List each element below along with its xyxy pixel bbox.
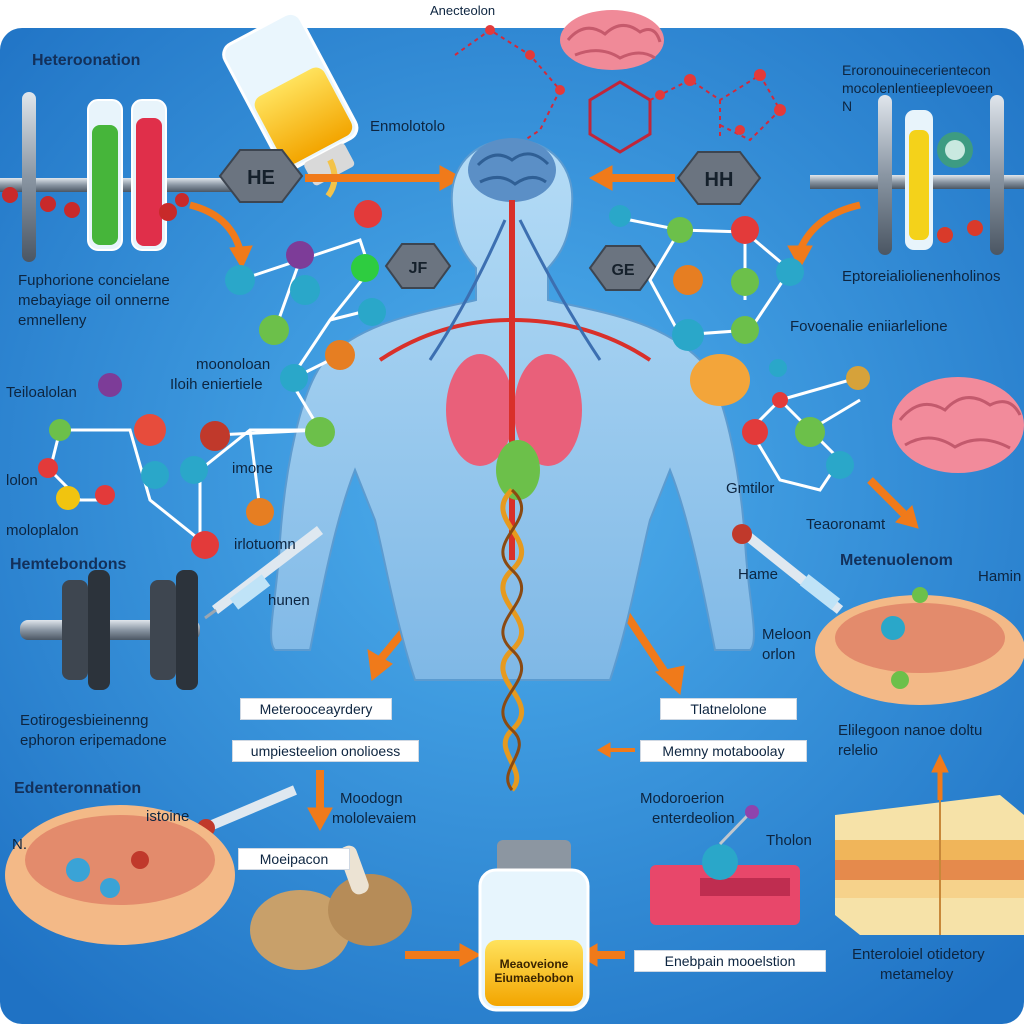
box-umpiesterion: umpiesteelion onolioess <box>232 740 419 762</box>
label-right-mid-1: Eptoreialiolienenholinos <box>842 268 1001 285</box>
human-body <box>270 138 755 792</box>
label-imone: imone <box>232 460 273 477</box>
label-heteroonation: Heteroonation <box>32 52 141 69</box>
label-gmtilor: Gmtilor <box>726 480 775 497</box>
box-enebpain: Enebpain mooelstion <box>634 950 826 972</box>
bottom-vial-line1: Meaoveione <box>499 957 569 971</box>
label-teaoronamt: Teaoronamt <box>806 516 886 533</box>
label-melaon-2: orlon <box>762 646 796 663</box>
label-n-small: N. <box>12 836 27 853</box>
label-moodoan-1: Moodogn <box>340 790 403 807</box>
hex-ge-label: GE <box>611 262 634 279</box>
label-tholon: Tholon <box>766 832 812 849</box>
top-title: Anecteolon <box>430 3 496 18</box>
label-lolon: lolon <box>6 472 38 489</box>
box-memny: Memny motaboolay <box>640 740 807 762</box>
molecule-top <box>454 28 782 154</box>
label-vial-text: Enmolotolo <box>370 118 446 135</box>
label-hembebondons: Hemtebondons <box>10 556 127 573</box>
box-moeipacon: Moeipacon <box>238 848 350 870</box>
tissue-right <box>815 587 1024 705</box>
label-right-top-1: Eroronouinecerientecon <box>842 62 991 78</box>
skin-cross-section <box>835 795 1024 935</box>
label-modorcation-1: Modoroerion <box>640 790 725 807</box>
label-right-mid-2: Fovoenalie eniiarlelione <box>790 318 948 335</box>
brain-top <box>560 10 664 70</box>
label-bottom-right-2: metameloy <box>880 966 954 983</box>
label-left-para-2: mebayiage oil onnerne <box>18 292 170 309</box>
label-right-top-2: mocolenlentieeplevoeen <box>842 80 993 96</box>
molecule-atoms-left <box>38 200 386 559</box>
label-modorcation-2: enterdeolion <box>652 810 735 827</box>
tissue-left <box>5 805 235 945</box>
test-tube-rack-left <box>0 92 240 262</box>
hexagon-he: HE <box>218 149 304 203</box>
label-right-lower-2: relelio <box>838 742 879 759</box>
box-meterooceayrdery: Meterooceayrdery <box>240 698 392 720</box>
dumbbell <box>20 570 200 690</box>
label-teiloalolan: Teiloalolan <box>6 384 77 401</box>
test-tube-rack-right <box>810 95 1024 255</box>
hex-hh-label: HH <box>705 169 734 191</box>
molecule-top-atoms <box>485 25 786 135</box>
label-mid-left-1: moonoloan <box>196 356 271 373</box>
label-hamin: Hamin <box>978 568 1022 585</box>
label-moodoan-2: mololevaiem <box>332 810 417 827</box>
brain-right <box>892 377 1024 473</box>
label-lower-left-2: ephoron eripemadone <box>20 732 167 749</box>
label-right-lower-1: Elilegoon nanoe doltu <box>838 722 983 739</box>
hexagon-hh: HH <box>676 151 762 205</box>
label-hame: Hame <box>738 566 779 583</box>
label-moloplalon: moloplalon <box>6 522 79 539</box>
syringe-right <box>732 524 844 614</box>
label-edenteronnation: Edenteronnation <box>14 780 142 797</box>
bottom-vial <box>478 840 590 1012</box>
label-bottom-right-1: Enteroloiel otidetory <box>852 946 985 963</box>
cell-membrane-block <box>650 805 800 925</box>
bottom-vial-line2: Eiumaebobon <box>494 971 574 985</box>
label-left-para-1: Fuphorione concielane <box>18 272 170 289</box>
hex-he-label: HE <box>247 167 275 189</box>
hex-jf-label: JF <box>409 260 428 277</box>
label-lower-left-1: Eotirogesbieinenng <box>20 712 149 729</box>
label-left-para-3: emnelleny <box>18 312 87 329</box>
label-hunen: hunen <box>268 592 310 609</box>
label-mid-left-2: Iloih eniertiele <box>170 376 263 393</box>
bone-joint <box>250 845 412 970</box>
label-right-top-n: N <box>842 98 853 114</box>
label-metenuolenom: Metenuolenom <box>840 552 953 569</box>
label-irlotuomn: irlotuomn <box>234 536 296 553</box>
molecule-atoms-right <box>609 205 870 479</box>
label-melaon-1: Meloon <box>762 626 812 643</box>
syringe-left <box>204 526 324 620</box>
box-tlatnelolone: Tlatnelolone <box>660 698 797 720</box>
label-istoine: istoine <box>146 808 190 825</box>
hexagon-jf: JF <box>384 243 452 289</box>
hexagon-ge: GE <box>588 245 658 291</box>
